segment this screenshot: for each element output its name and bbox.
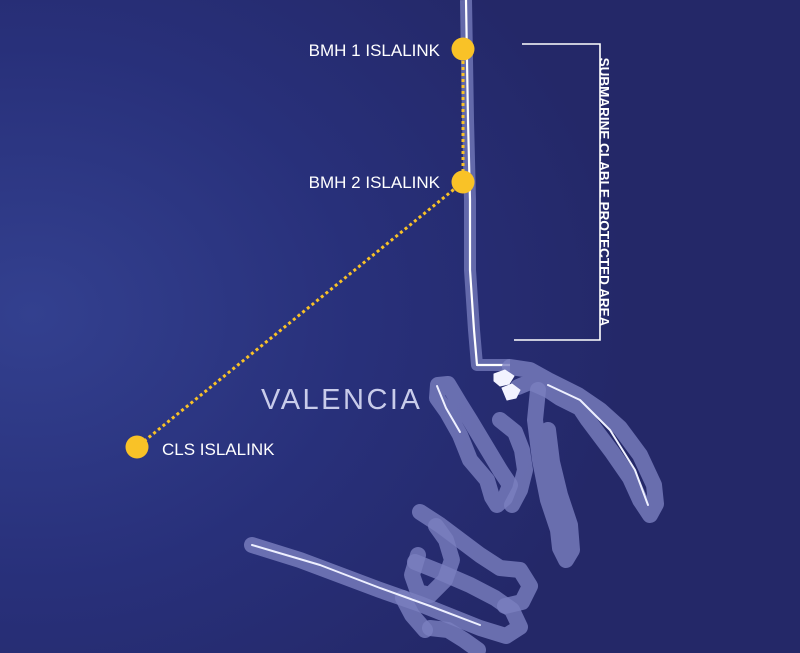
city-label: VALENCIA xyxy=(261,384,422,416)
cable-route-bmh2-cls xyxy=(136,180,464,449)
site-label-cls: CLS ISLALINK xyxy=(162,440,275,459)
site-label-bmh2: BMH 2 ISLALINK xyxy=(309,173,441,192)
site-marker-bmh1[interactable] xyxy=(451,37,475,61)
site-marker-cls[interactable] xyxy=(125,435,149,459)
site-label-bmh1: BMH 1 ISLALINK xyxy=(309,41,441,60)
port-structures xyxy=(244,359,664,653)
protected-area-label: SUBMARINE CLABLE PROTECTED AREA xyxy=(596,58,611,327)
cable-routes xyxy=(136,49,465,449)
protected-area-bracket xyxy=(514,43,601,341)
site-marker-bmh2[interactable] xyxy=(451,170,475,194)
coastline xyxy=(460,0,510,371)
